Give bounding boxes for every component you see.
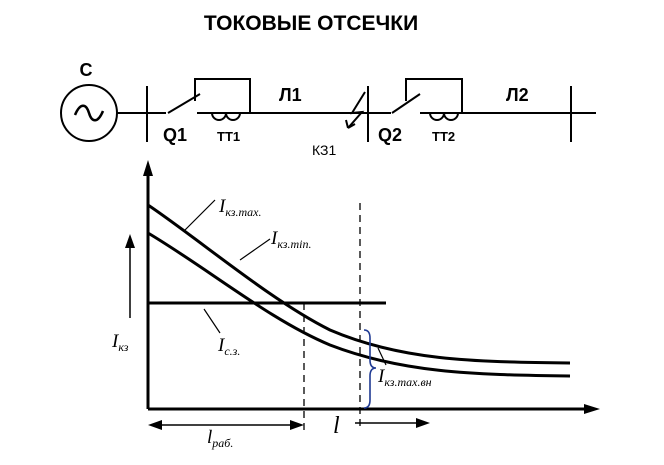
lrab-arrow-left xyxy=(148,420,162,430)
ct1-label: ТТ1 xyxy=(217,129,240,144)
fault-lightning-icon xyxy=(347,91,366,129)
y-axis-arrow xyxy=(143,160,153,176)
ct1-relay-loop xyxy=(194,78,251,113)
sine-wave-icon xyxy=(73,104,105,122)
ct2-label: ТТ2 xyxy=(432,129,455,144)
l-arrowhead xyxy=(416,418,430,428)
curve-ikz-min xyxy=(147,231,571,378)
one-line-scheme xyxy=(60,78,596,142)
leader-ikz-max xyxy=(184,199,216,231)
ikz-max-vn-brace xyxy=(363,329,377,409)
breaker-q2-blade xyxy=(391,93,421,114)
label-l-rab: lраб. xyxy=(207,427,233,450)
curve-ikz-max xyxy=(147,203,571,365)
fault-arrowhead xyxy=(345,119,356,129)
ct2-coil-icon xyxy=(429,112,459,121)
ikz-arrowhead xyxy=(125,234,135,248)
ct1-coil-icon xyxy=(211,112,241,121)
fault-kz1-label: КЗ1 xyxy=(312,142,336,158)
label-l-axis: l xyxy=(333,413,340,439)
lrab-arrow-right xyxy=(290,420,304,430)
source-label: С xyxy=(80,60,93,80)
label-ikz-max: Iкз.max. xyxy=(218,196,261,219)
breaker-q2-label: Q2 xyxy=(378,125,402,145)
label-ikz-axis: Iкз xyxy=(111,331,129,354)
page-title: ТОКОВЫЕ ОТСЕЧКИ xyxy=(204,12,418,35)
label-ikz-min: Iкз.min. xyxy=(270,228,311,251)
label-ikz-max-vn: Iкз.max.вн xyxy=(377,366,432,389)
leader-isz xyxy=(203,308,221,334)
line-l2-label: Л2 xyxy=(506,85,529,105)
graph xyxy=(125,160,600,430)
leader-ikz-min xyxy=(239,238,271,261)
leader-ikz-max-vn xyxy=(377,347,387,366)
label-isz: Iс.з. xyxy=(217,335,240,358)
x-axis-arrow xyxy=(584,404,600,414)
line-l1-label: Л1 xyxy=(279,85,302,105)
ct2-relay-loop xyxy=(405,78,463,113)
breaker-q1-label: Q1 xyxy=(163,125,187,145)
